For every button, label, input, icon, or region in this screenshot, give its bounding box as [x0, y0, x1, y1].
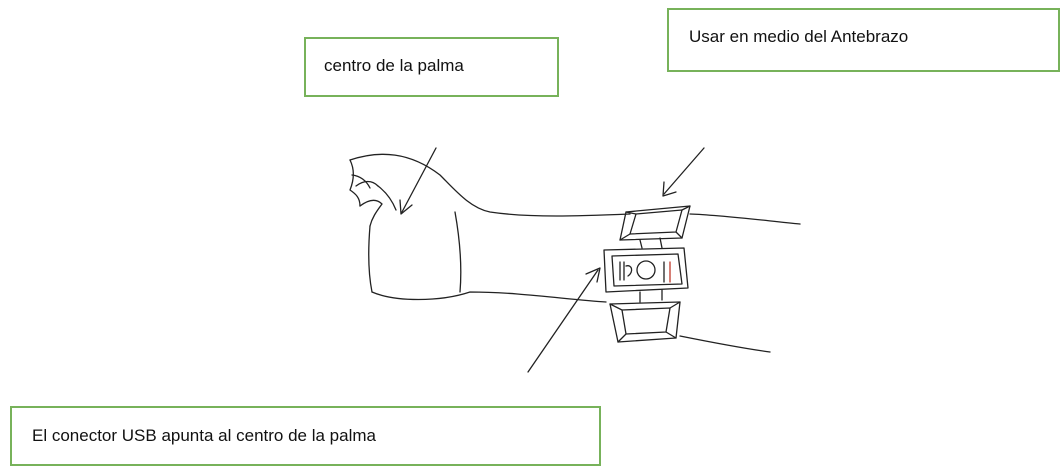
arrow-icon: [399, 147, 705, 373]
usb-port-icon: [619, 261, 633, 281]
callout-usb-connector-text: El conector USB apunta al centro de la p…: [32, 426, 376, 445]
forearm-hand-sketch: [349, 153, 801, 353]
callout-usb-connector: El conector USB apunta al centro de la p…: [10, 406, 601, 466]
callout-forearm-middle: Usar en medio del Antebrazo: [667, 8, 1060, 72]
callout-palm-center: centro de la palma: [304, 37, 559, 97]
wrist-device: [603, 205, 691, 343]
callout-forearm-middle-text: Usar en medio del Antebrazo: [689, 27, 909, 46]
callout-palm-center-text: centro de la palma: [324, 56, 464, 75]
indicator-bars: [663, 261, 671, 283]
power-button-icon: [636, 260, 656, 280]
